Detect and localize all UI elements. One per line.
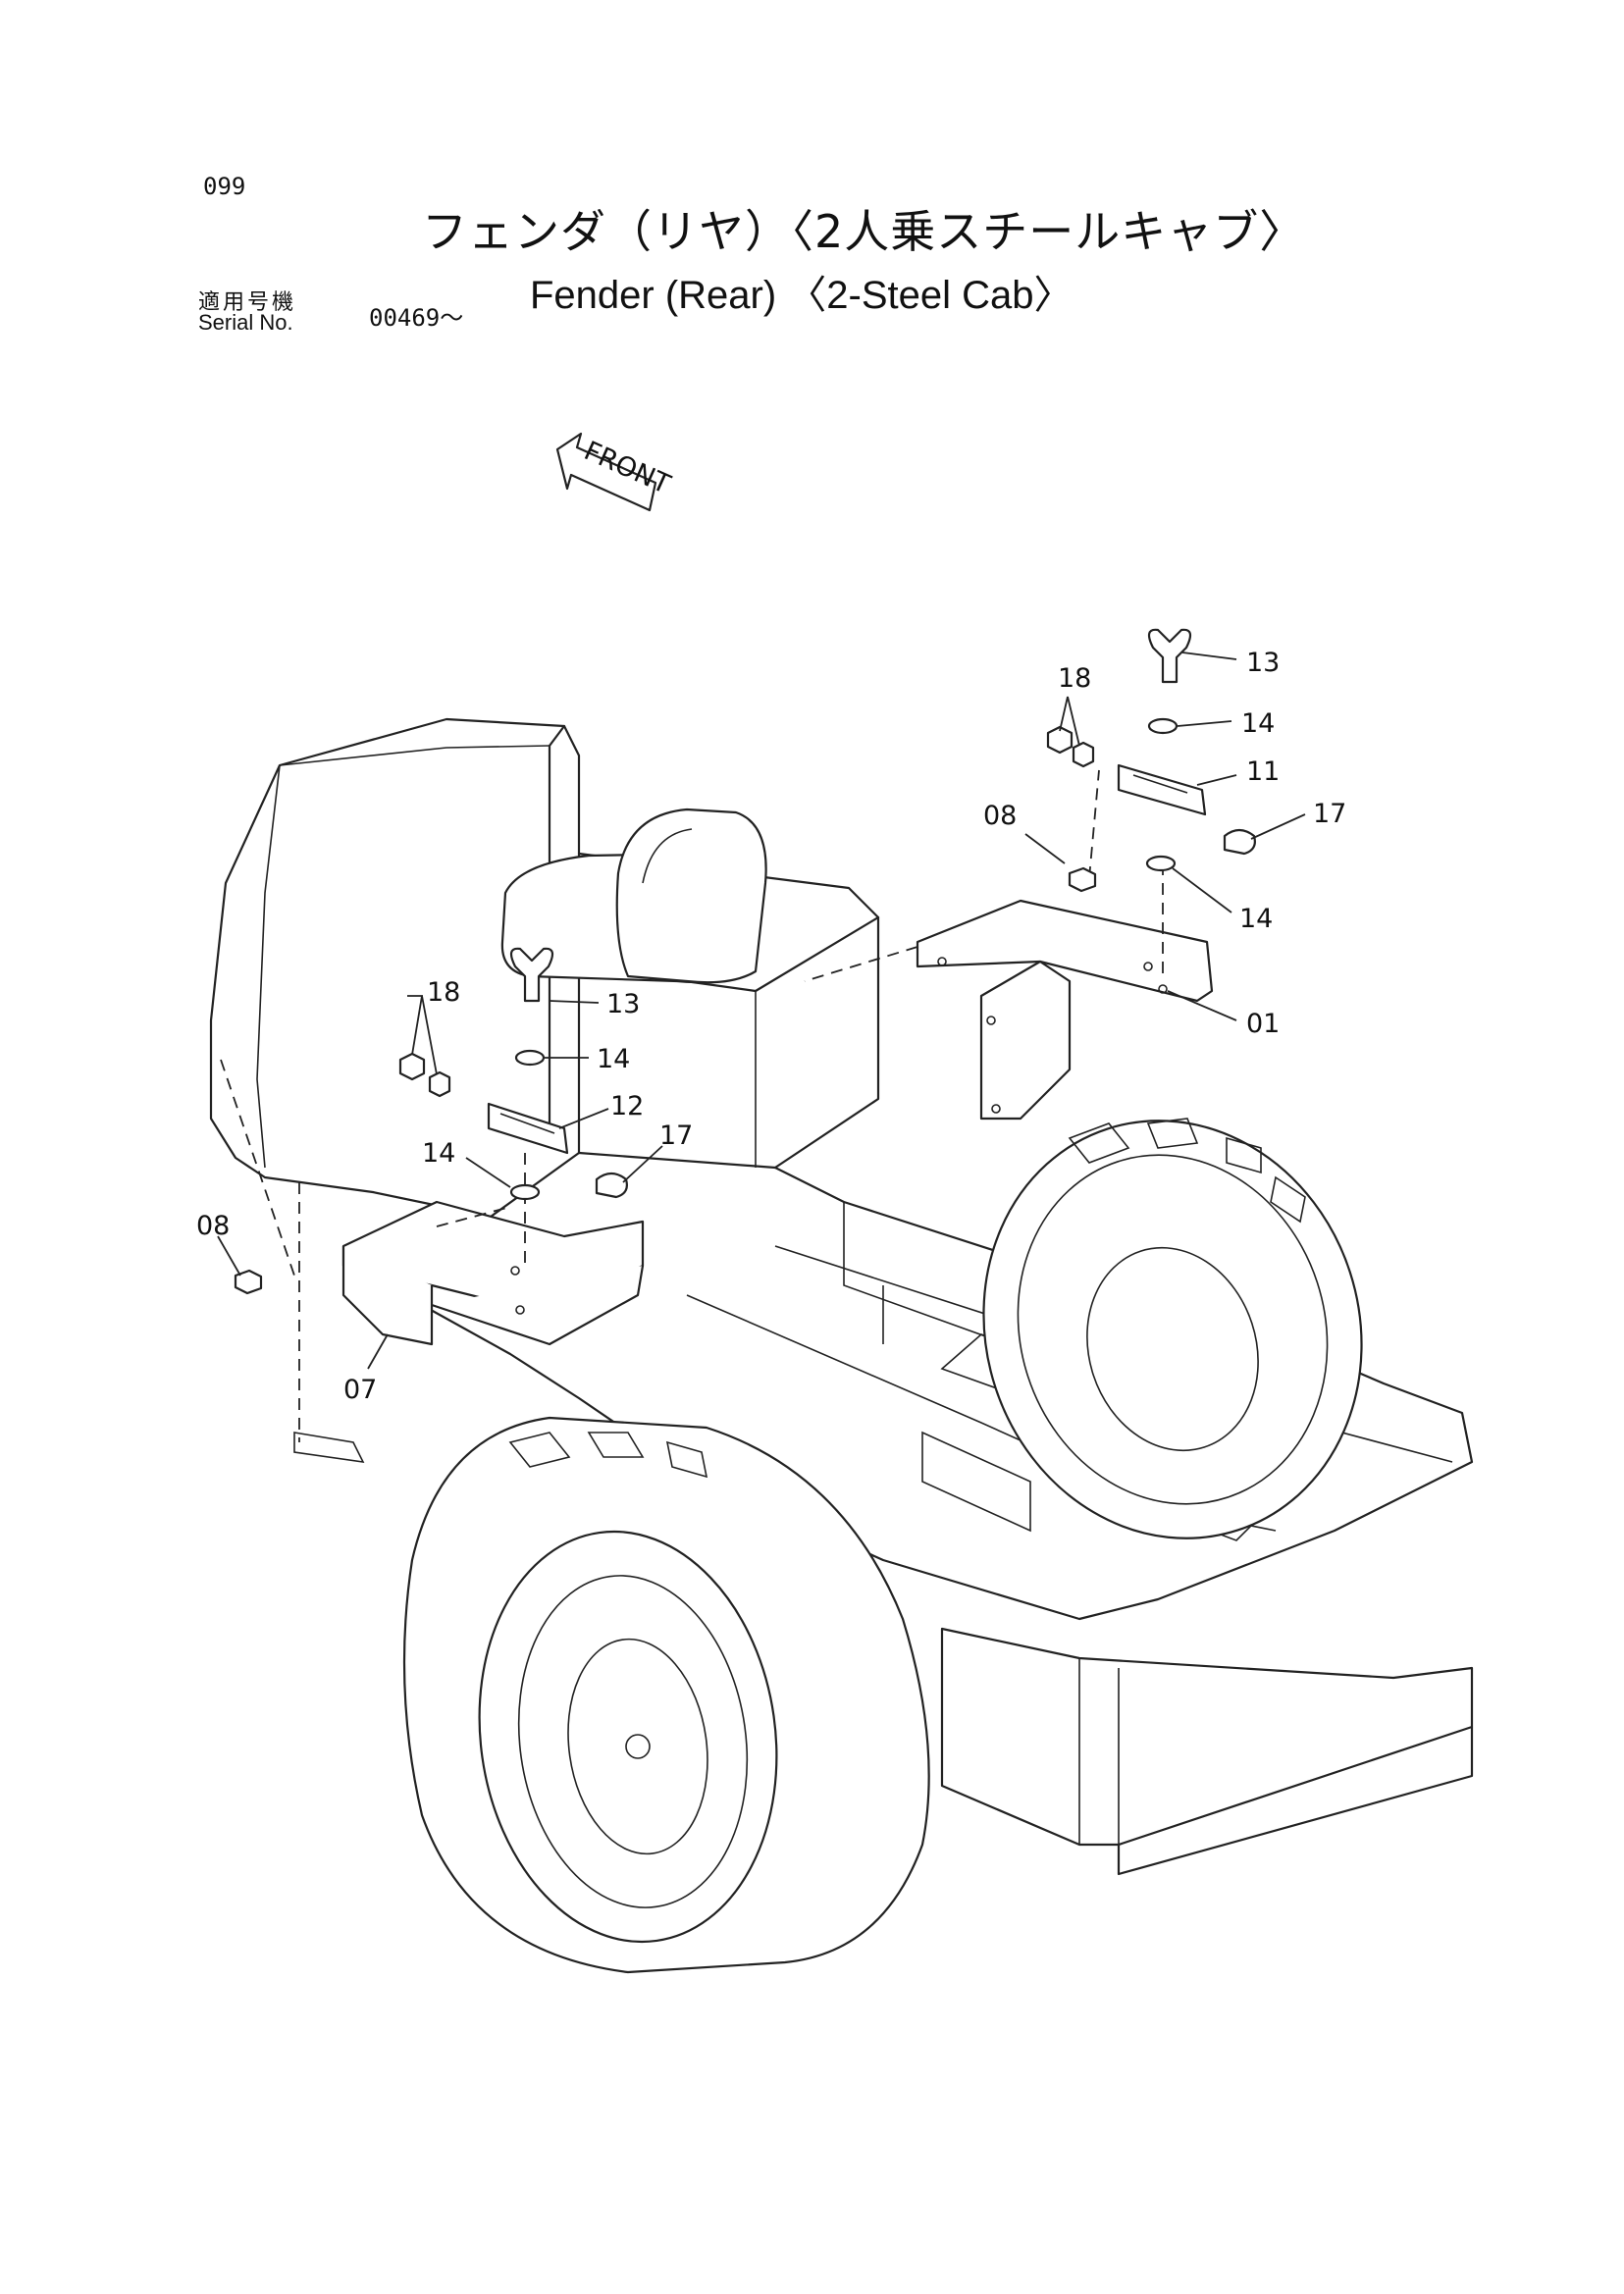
callout-14-right-top: 14 xyxy=(1241,708,1275,739)
rear-fender-07 xyxy=(293,1200,645,1464)
callout-18-left: 18 xyxy=(427,977,460,1008)
serial-number-value: 00469～ xyxy=(369,304,464,332)
cab-body xyxy=(209,717,880,1219)
callout-11: 11 xyxy=(1246,756,1280,787)
callout-14-right-bottom: 14 xyxy=(1239,904,1273,934)
front-arrow-icon: FRONT xyxy=(555,432,675,512)
title-english: Fender (Rear) 〈2-Steel Cab〉 xyxy=(530,274,1074,317)
rear-wheel xyxy=(982,1118,1363,1539)
hardware-right xyxy=(1046,628,1256,893)
seat xyxy=(500,808,767,984)
callout-17-left: 17 xyxy=(659,1121,693,1151)
callout-12: 12 xyxy=(610,1091,644,1121)
callout-01: 01 xyxy=(1246,1009,1280,1039)
serial-label-japanese: 適用号機 xyxy=(198,290,297,315)
leader-lines xyxy=(217,652,1306,1370)
callout-07: 07 xyxy=(343,1375,377,1405)
callout-18-right: 18 xyxy=(1058,663,1091,694)
callout-13-right: 13 xyxy=(1246,648,1280,678)
title-japanese: フェンダ（リヤ）〈2人乗スチールキャブ〉 xyxy=(422,205,1306,258)
callout-14-left-bottom: 14 xyxy=(422,1138,455,1169)
callout-08-left: 08 xyxy=(196,1211,230,1241)
callout-14-left-top: 14 xyxy=(597,1044,630,1074)
callout-17-right: 17 xyxy=(1313,799,1346,829)
callout-labels: 13 14 11 17 14 01 18 08 13 14 12 17 14 1… xyxy=(196,648,1346,1405)
hardware-left xyxy=(234,947,628,1295)
callout-08-right: 08 xyxy=(983,801,1017,831)
serial-label-english: Serial No. xyxy=(198,310,293,335)
callout-13-left: 13 xyxy=(606,989,640,1019)
assembly-lines xyxy=(220,769,1164,1442)
page-number: 099 xyxy=(203,173,246,200)
rear-fender-01 xyxy=(916,899,1214,1121)
front-wheel xyxy=(402,1416,930,1974)
